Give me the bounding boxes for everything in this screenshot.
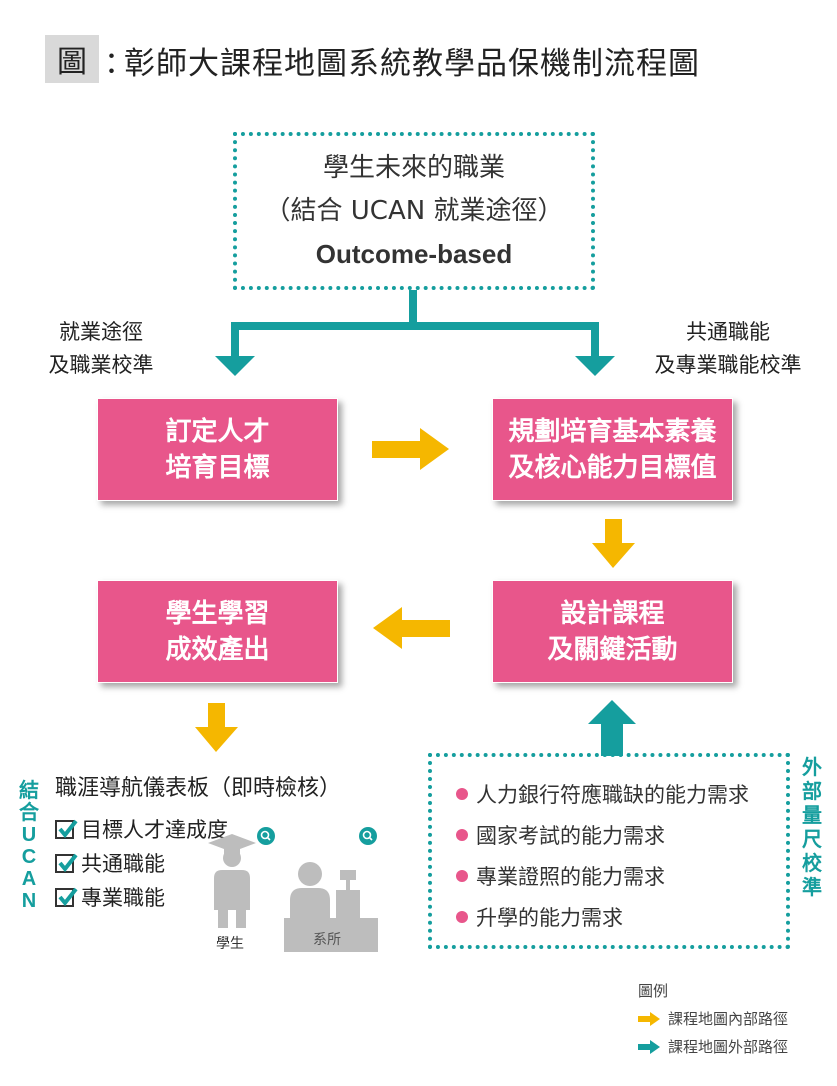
bullet-dot-icon	[456, 829, 468, 841]
career-path-label-line: 及職業校準	[48, 353, 154, 377]
external-calibration-char: 量	[802, 803, 822, 827]
dashboard-check-item: 共通職能	[55, 848, 165, 878]
external-need-item: 國家考試的能力需求	[456, 820, 665, 850]
teal-arrow-up	[588, 700, 636, 756]
outcome-line-1: 學生未來的職業	[322, 152, 505, 183]
career-path-label-line: 就業途徑	[59, 320, 143, 344]
ucan-char: U	[21, 824, 37, 846]
teal-arrow-icon	[638, 1039, 660, 1054]
checkbox-checked-icon	[55, 819, 78, 839]
course-design-line: 及關鍵活動	[547, 634, 678, 665]
ucan-char: A	[21, 868, 37, 890]
legend-internal-label: 課程地圖內部路徑	[668, 1010, 789, 1028]
external-need-item: 人力銀行符應職缺的能力需求	[456, 779, 749, 809]
yellow-arrow-right	[372, 428, 449, 470]
competency-plan-line: 規劃培育基本素養	[508, 416, 717, 447]
learning-output-line: 成效產出	[165, 634, 270, 665]
dashboard-check-label: 共通職能	[81, 852, 165, 876]
dashboard-check-label: 專業職能	[81, 886, 165, 910]
external-need-item: 升學的能力需求	[456, 902, 623, 932]
external-needs-box: 人力銀行符應職缺的能力需求 國家考試的能力需求 專業證照的能力需求 升學的能力需…	[428, 753, 790, 949]
ucan-char: 合	[19, 802, 39, 824]
talent-goal-line: 訂定人才	[165, 416, 270, 447]
external-calibration-char: 尺	[802, 827, 822, 851]
external-need-label: 專業證照的能力需求	[476, 865, 665, 889]
bullet-dot-icon	[456, 911, 468, 923]
ucan-char: C	[21, 846, 37, 868]
external-need-item: 專業證照的能力需求	[456, 861, 665, 891]
ucan-vertical-label: 結 合 U C A N	[16, 780, 42, 912]
student-department-illustration	[208, 827, 378, 952]
outcome-box: 學生未來的職業 （結合 UCAN 就業途徑） Outcome-based	[233, 132, 595, 290]
yellow-arrow-icon	[638, 1011, 660, 1026]
course-design-box: 設計課程 及關鍵活動	[492, 580, 733, 683]
checkbox-checked-icon	[55, 887, 78, 907]
outcome-line-2: （結合 UCAN 就業途徑）	[264, 195, 564, 226]
magnifier-icon	[359, 827, 377, 845]
yellow-arrow-down-right	[592, 519, 635, 568]
department-label: 系所	[313, 932, 341, 948]
student-label: 學生	[216, 936, 244, 952]
dashboard-check-item: 專業職能	[55, 882, 165, 912]
external-calibration-char: 部	[802, 779, 822, 803]
external-calibration-vertical-label: 外 部 量 尺 校 準	[800, 755, 824, 899]
checkbox-checked-icon	[55, 853, 78, 873]
legend-external: 課程地圖外部路徑	[638, 1036, 788, 1057]
competency-calibration-label-line: 及專業職能校準	[654, 353, 802, 377]
magnifier-icon	[257, 827, 275, 845]
dashboard-check-label: 目標人才達成度	[81, 818, 228, 842]
yellow-arrow-left	[373, 607, 450, 649]
dashboard-title: 職涯導航儀表板（即時檢核）	[55, 776, 342, 801]
bullet-dot-icon	[456, 870, 468, 882]
legend-title: 圖例	[638, 982, 669, 1000]
learning-output-box: 學生學習 成效產出	[97, 580, 338, 683]
competency-calibration-label: 共通職能 及專業職能校準	[638, 316, 818, 382]
career-path-label: 就業途徑 及職業校準	[36, 316, 166, 382]
ucan-char: N	[21, 890, 37, 912]
talent-goal-box: 訂定人才 培育目標	[97, 398, 338, 501]
ucan-char: 結	[19, 780, 39, 802]
course-design-line: 設計課程	[560, 598, 665, 629]
competency-calibration-label-line: 共通職能	[686, 320, 770, 344]
external-need-label: 人力銀行符應職缺的能力需求	[476, 783, 749, 807]
teal-branch-connector	[215, 290, 615, 376]
bullet-dot-icon	[456, 788, 468, 800]
competency-plan-line: 及核心能力目標值	[508, 452, 717, 483]
competency-plan-box: 規劃培育基本素養 及核心能力目標值	[492, 398, 733, 501]
learning-output-line: 學生學習	[165, 598, 270, 629]
legend-internal: 課程地圖內部路徑	[638, 1008, 788, 1029]
yellow-arrow-down-left	[195, 703, 238, 752]
external-calibration-char: 外	[802, 755, 822, 779]
external-need-label: 升學的能力需求	[476, 906, 623, 930]
title-tag: 圖	[45, 35, 99, 83]
student-icon	[208, 834, 256, 928]
dashboard-check-item: 目標人才達成度	[55, 814, 228, 844]
title-colon: ：	[104, 46, 134, 81]
department-icon	[284, 862, 378, 952]
outcome-line-3: Outcome-based	[315, 238, 513, 269]
talent-goal-line: 培育目標	[165, 452, 270, 483]
external-calibration-char: 準	[802, 875, 822, 899]
external-need-label: 國家考試的能力需求	[476, 824, 665, 848]
external-calibration-char: 校	[802, 851, 822, 875]
page-title: 彰師大課程地圖系統教學品保機制流程圖	[124, 46, 700, 82]
legend-external-label: 課程地圖外部路徑	[668, 1038, 789, 1056]
